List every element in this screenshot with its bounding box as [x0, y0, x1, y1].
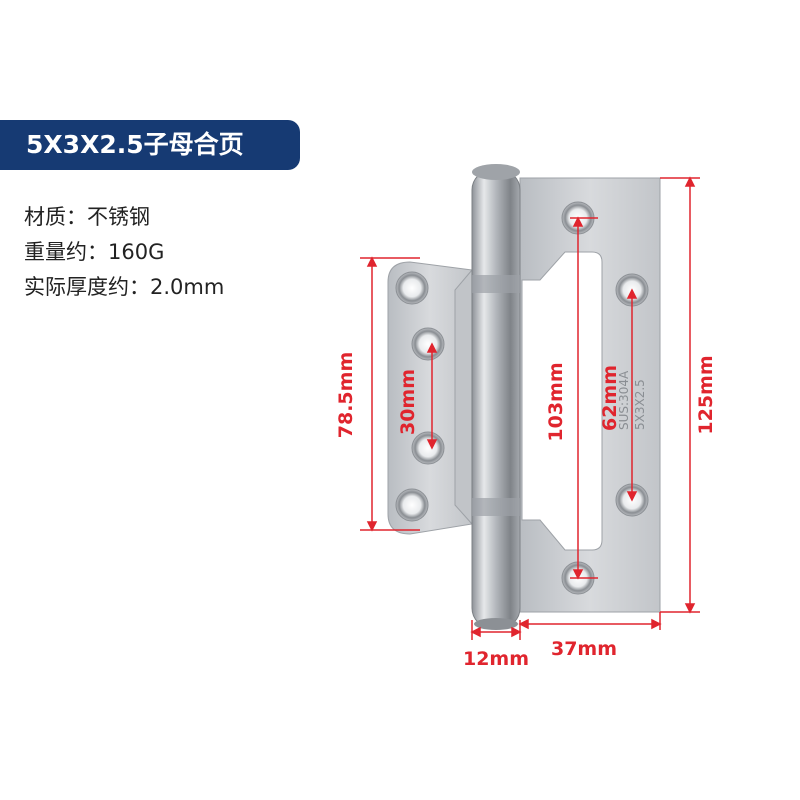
right-leaf-cutout — [521, 251, 603, 551]
barrel-joint-upper — [472, 275, 520, 293]
barrel-joint-lower — [472, 498, 520, 516]
spec-material: 材质：不锈钢 — [24, 205, 150, 229]
dim-leaf-width: 37mm — [551, 638, 617, 660]
left-leaf — [387, 261, 473, 535]
dim-total-height: 125mm — [695, 355, 717, 434]
barrel-top-cap — [472, 164, 520, 180]
spec-weight: 重量约：160G — [24, 240, 165, 264]
barrel-bottom-cap — [474, 618, 518, 630]
left-leaf-bevel — [454, 269, 473, 525]
hole-left-2 — [411, 327, 445, 361]
barrel — [471, 169, 521, 629]
spec-list: 材质：不锈钢 重量约：160G 实际厚度约：2.0mm — [24, 200, 224, 305]
product-title: 5X3X2.5子母合页 — [26, 130, 244, 159]
spec-thickness: 实际厚度约：2.0mm — [24, 275, 225, 299]
hole-left-1 — [395, 271, 429, 305]
dim-left-hole-spacing: 30mm — [397, 369, 419, 435]
engraving-size: 5X3X2.5 — [633, 379, 647, 430]
hole-left-4 — [395, 488, 429, 522]
dim-inner-height: 103mm — [545, 362, 567, 441]
dim-right-hole-spacing: 62mm — [599, 365, 621, 431]
dim-left-height: 78.5mm — [335, 352, 357, 438]
hole-left-3 — [411, 431, 445, 465]
dim-knuckle-width: 12mm — [463, 648, 529, 670]
title-banner: 5X3X2.5子母合页 — [0, 120, 300, 170]
engraving-material: SUS:304A — [617, 370, 631, 430]
